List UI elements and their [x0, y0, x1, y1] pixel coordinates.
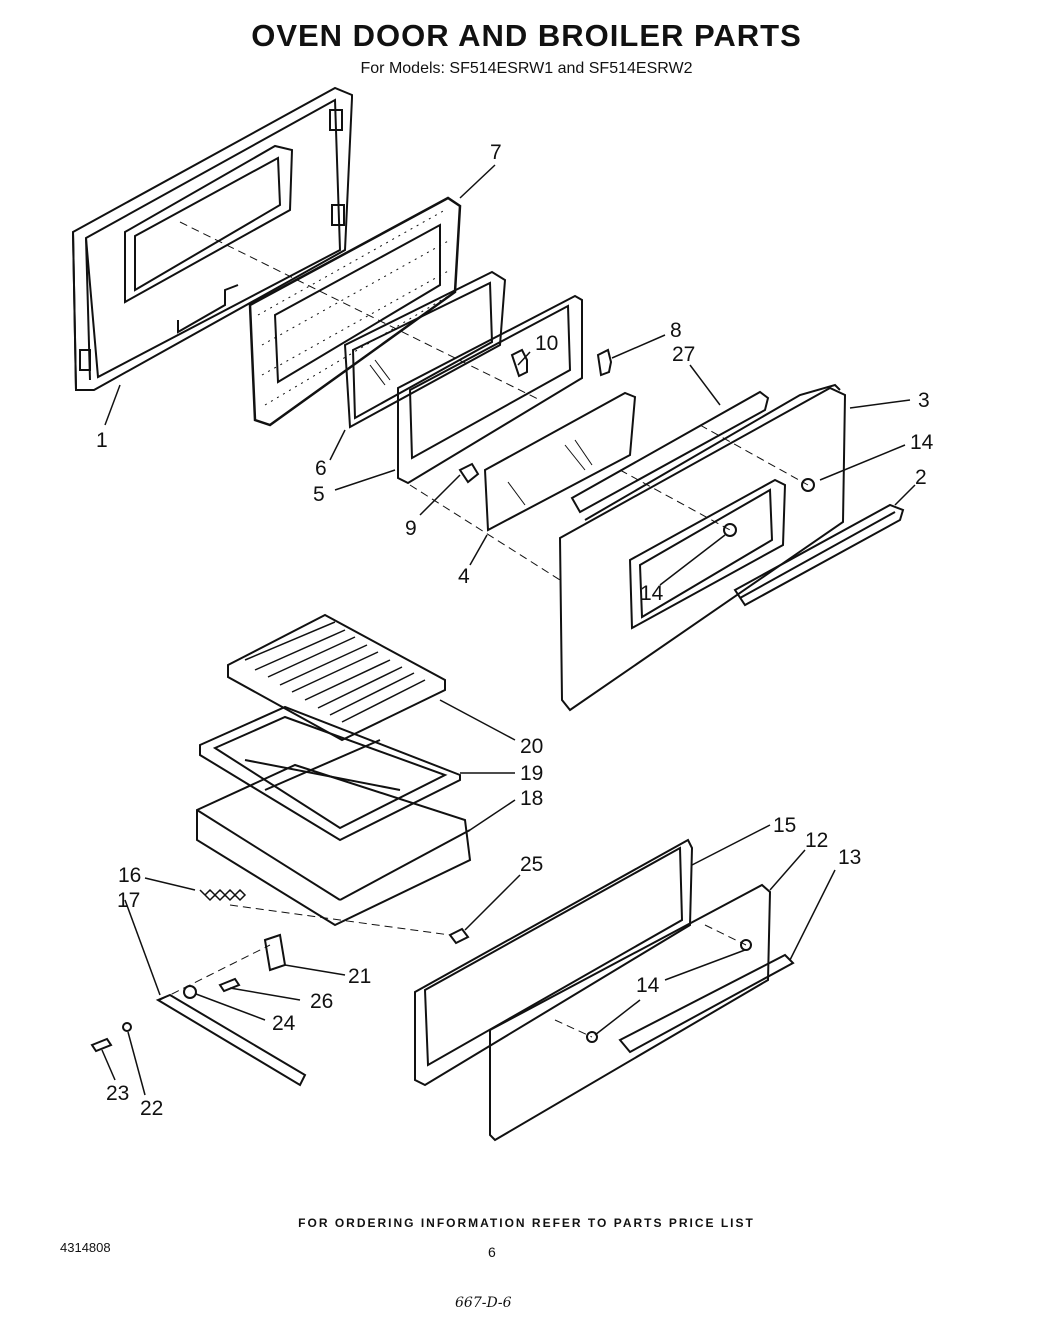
model-subtitle: For Models: SF514ESRW1 and SF514ESRW2	[360, 60, 693, 77]
document-number: 4314808	[60, 1240, 111, 1255]
callout-12: 12	[805, 829, 829, 852]
callout-2: 2	[915, 466, 927, 489]
door-bumper-parts	[586, 478, 815, 1043]
callout-17: 17	[117, 889, 141, 912]
callout-7: 7	[490, 141, 502, 164]
outer-glass-part	[483, 391, 637, 532]
callout-23: 23	[106, 1082, 130, 1105]
callout-14-a: 14	[910, 431, 934, 454]
callout-22: 22	[140, 1097, 164, 1120]
drawer-handle-part	[618, 953, 795, 1054]
callout-26: 26	[310, 990, 334, 1013]
glass-bracket-parts	[458, 348, 613, 484]
broiler-clip-part	[448, 927, 470, 945]
broiler-grid-part	[227, 613, 446, 742]
spring-part	[199, 888, 247, 902]
broiler-pan-part	[196, 763, 472, 927]
assembly-dashed-lines	[159, 221, 809, 1038]
page-title: OVEN DOOR AND BROILER PARTS	[251, 18, 802, 53]
callout-21: 21	[348, 965, 372, 988]
callout-25: 25	[520, 853, 544, 876]
inner-door-panel-part	[71, 86, 353, 391]
callout-20: 20	[520, 735, 544, 758]
door-trim-part	[570, 383, 841, 521]
callout-14-c: 14	[636, 974, 660, 997]
callout-3: 3	[918, 389, 930, 412]
page-number: 6	[488, 1244, 496, 1260]
callout-24: 24	[272, 1012, 296, 1035]
callout-14-b: 14	[640, 582, 664, 605]
inner-glass-part	[343, 270, 507, 429]
callout-1: 1	[96, 429, 108, 452]
callout-8: 8	[670, 319, 682, 342]
callout-4: 4	[458, 565, 470, 588]
drawer-inner-panel-part	[414, 838, 694, 1087]
door-hinge-bracket-part	[263, 933, 287, 972]
drawer-outer-panel-part	[489, 883, 772, 1142]
callout-10: 10	[535, 332, 559, 355]
callout-9: 9	[405, 517, 417, 540]
insulation-gasket-part	[248, 196, 462, 427]
callout-19: 19	[520, 762, 544, 785]
callout-15: 15	[773, 814, 797, 837]
handwritten-note: 667-D-6	[455, 1295, 512, 1311]
ordering-info-footer: FOR ORDERING INFORMATION REFER TO PARTS …	[298, 1216, 755, 1230]
callout-5: 5	[313, 483, 325, 506]
callout-27: 27	[672, 343, 696, 366]
fastener-parts	[90, 977, 241, 1053]
glass-frame-part	[397, 294, 583, 485]
broiler-hinge-channel-part	[155, 993, 307, 1087]
callout-6: 6	[315, 457, 327, 480]
broiler-insert-part	[199, 705, 461, 842]
outer-door-panel-part	[558, 386, 847, 712]
callout-18: 18	[520, 787, 544, 810]
callout-16: 16	[118, 864, 142, 887]
callout-leader-lines	[101, 164, 916, 1096]
door-handle-part	[733, 503, 905, 607]
callout-13: 13	[838, 846, 862, 869]
